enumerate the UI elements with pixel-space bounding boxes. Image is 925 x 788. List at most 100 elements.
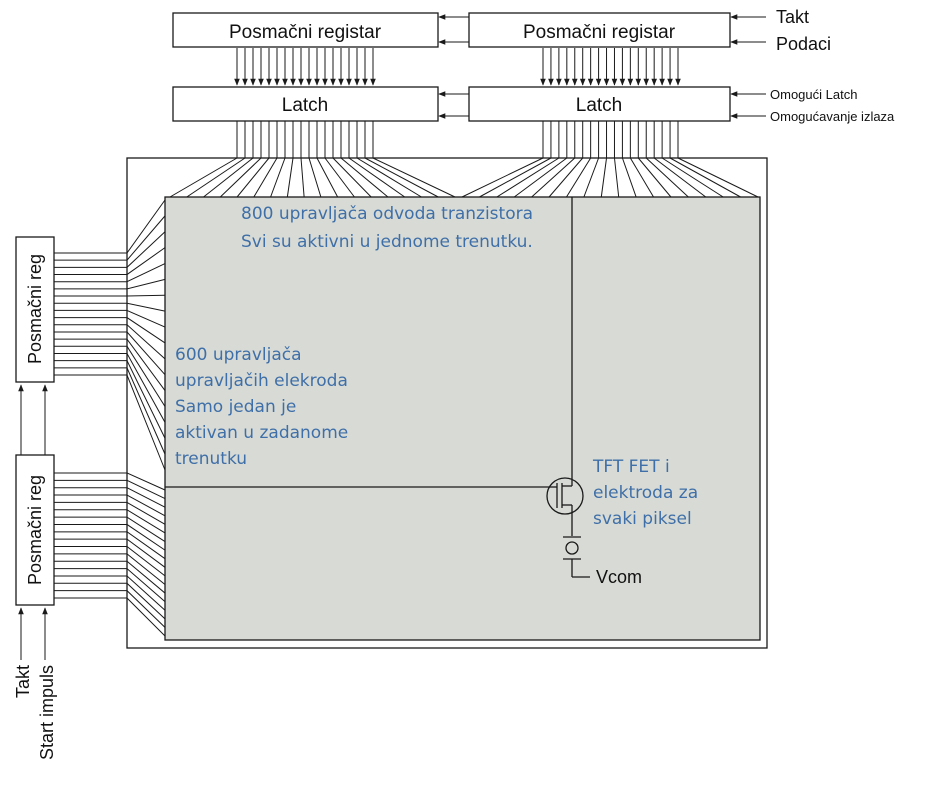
vcom-label: Vcom (596, 567, 642, 587)
latch-right (468, 86, 731, 122)
column-fanout-wire (364, 157, 439, 198)
row-shift-register-bottom (15, 454, 55, 606)
column-shift-register-left-label: Posmačni registar (229, 22, 382, 43)
row-shift-register-bottom-label: Posmačni reg (25, 475, 45, 585)
row-shift-register-top-label: Posmačni reg (25, 254, 45, 364)
row-fanout-wire (126, 524, 166, 551)
row-fanout-wire (126, 294, 166, 297)
column-fanout-wire (340, 157, 389, 198)
column-shift-register-right-label: Posmačni registar (523, 22, 676, 43)
latch-left (172, 86, 439, 122)
column-fanout-wire (661, 157, 724, 198)
row-fanout-wire (126, 331, 166, 376)
column-fanout-wire (169, 157, 238, 198)
column-fanout-wire (669, 157, 741, 198)
column-fanout-wire (613, 157, 620, 198)
column-fanout-wire (496, 157, 560, 198)
pixel-capacitor-icon (563, 536, 590, 578)
gate-drivers-note-line: 600 upravljača (175, 345, 302, 365)
column-fanout-wire (316, 157, 339, 198)
column-fanout-wire (548, 157, 584, 198)
pixel-note-line: TFT FET i (592, 457, 670, 477)
gate-drivers-note: 600 upravljača upravljačih elekroda Samo… (175, 345, 348, 469)
row-fanout-wire (126, 324, 166, 360)
row-fanout-wire (126, 575, 166, 611)
column-fanout-wire (203, 157, 254, 198)
row-fanout-wire (126, 353, 166, 423)
column-fanout-wire (300, 157, 305, 198)
column-fanout-wire (479, 157, 552, 198)
row-fanout-wire (126, 546, 166, 577)
gate-drivers-note-line: Samo jedan je (175, 397, 296, 417)
column-fanout-wire (253, 157, 278, 198)
column-fanout-wire (566, 157, 592, 198)
row-fanout-wire (126, 597, 166, 637)
column-shift-register-right (468, 12, 731, 48)
row-fanout-wire (126, 538, 166, 568)
column-fanout-wire (372, 157, 456, 198)
column-fanout-wire (356, 157, 422, 198)
driver-fanout-wires (54, 48, 759, 637)
column-fanout-wire (219, 157, 262, 198)
row-fanout-wire (126, 360, 166, 439)
row-fanout-wire (126, 263, 166, 283)
column-fanout-wire (236, 157, 270, 198)
row-fanout-wire (126, 501, 166, 525)
row-fanout-wire (126, 247, 166, 275)
row-fanout-wire (126, 531, 166, 560)
row-fanout-wire (126, 516, 166, 542)
gate-drivers-note-line: upravljačih elekroda (175, 371, 348, 391)
column-fanout-wire (332, 157, 372, 198)
column-fanout-wire (583, 157, 600, 198)
latch-enable-label: Omogući Latch (770, 87, 857, 102)
top-clock-label: Takt (776, 7, 809, 27)
top-data-label: Podaci (776, 34, 831, 54)
column-fanout-wire (531, 157, 576, 198)
row-fanout-wire (126, 317, 166, 344)
row-fanout-wire (126, 472, 166, 491)
row-fanout-wire (126, 278, 166, 290)
row-fanout-wire (126, 553, 166, 585)
row-fanout-wire (126, 509, 166, 534)
output-enable-label: Omogućavanje izlaza (770, 109, 895, 124)
column-fanout-wire (600, 157, 608, 198)
tft-transistor-icon (546, 477, 584, 536)
column-fanout-wire (653, 157, 707, 198)
column-fanout-wire (645, 157, 689, 198)
row-fanout-wire (126, 346, 166, 407)
row-fanout-wire (126, 215, 166, 261)
row-fanout-wire (126, 479, 166, 500)
row-fanout-wire (126, 231, 166, 268)
column-fanout-wire (308, 157, 322, 198)
column-fanout-wire (629, 157, 654, 198)
column-fanout-wire (513, 157, 568, 198)
latch-right-label: Latch (576, 95, 622, 116)
pixel-panel (164, 196, 761, 641)
pixel-note-line: svaki piksel (593, 509, 692, 529)
column-fanout-wire (677, 157, 759, 198)
row-fanout-wire (126, 487, 166, 508)
pixel-note-line: elektroda za (593, 483, 698, 503)
left-clock-label: Takt (13, 665, 33, 698)
row-shift-register-top (15, 236, 55, 383)
column-fanout-wire (621, 157, 637, 198)
column-shift-register-left (172, 12, 439, 48)
pixel-note: TFT FET i elektroda za svaki piksel (592, 457, 698, 529)
row-fanout-wire (126, 302, 166, 312)
drain-drivers-note-line1: 800 upravljača odvoda tranzistora (241, 204, 533, 224)
row-fanout-wire (126, 367, 166, 455)
column-fanout-wire (461, 157, 544, 198)
column-fanout-wire (270, 157, 286, 198)
row-fanout-wire (126, 309, 166, 328)
column-fanout-wire (348, 157, 405, 198)
column-fanout-wire (286, 157, 294, 198)
row-fanout-wire (126, 560, 166, 594)
gate-drivers-note-line: aktivan u zadanome (175, 423, 348, 443)
row-fanout-wire (126, 374, 166, 471)
start-pulse-label: Start impuls (37, 665, 57, 760)
column-fanout-wire (186, 157, 246, 198)
column-fanout-wire (324, 157, 355, 198)
latch-left-label: Latch (282, 95, 328, 116)
row-fanout-wire (126, 338, 166, 391)
